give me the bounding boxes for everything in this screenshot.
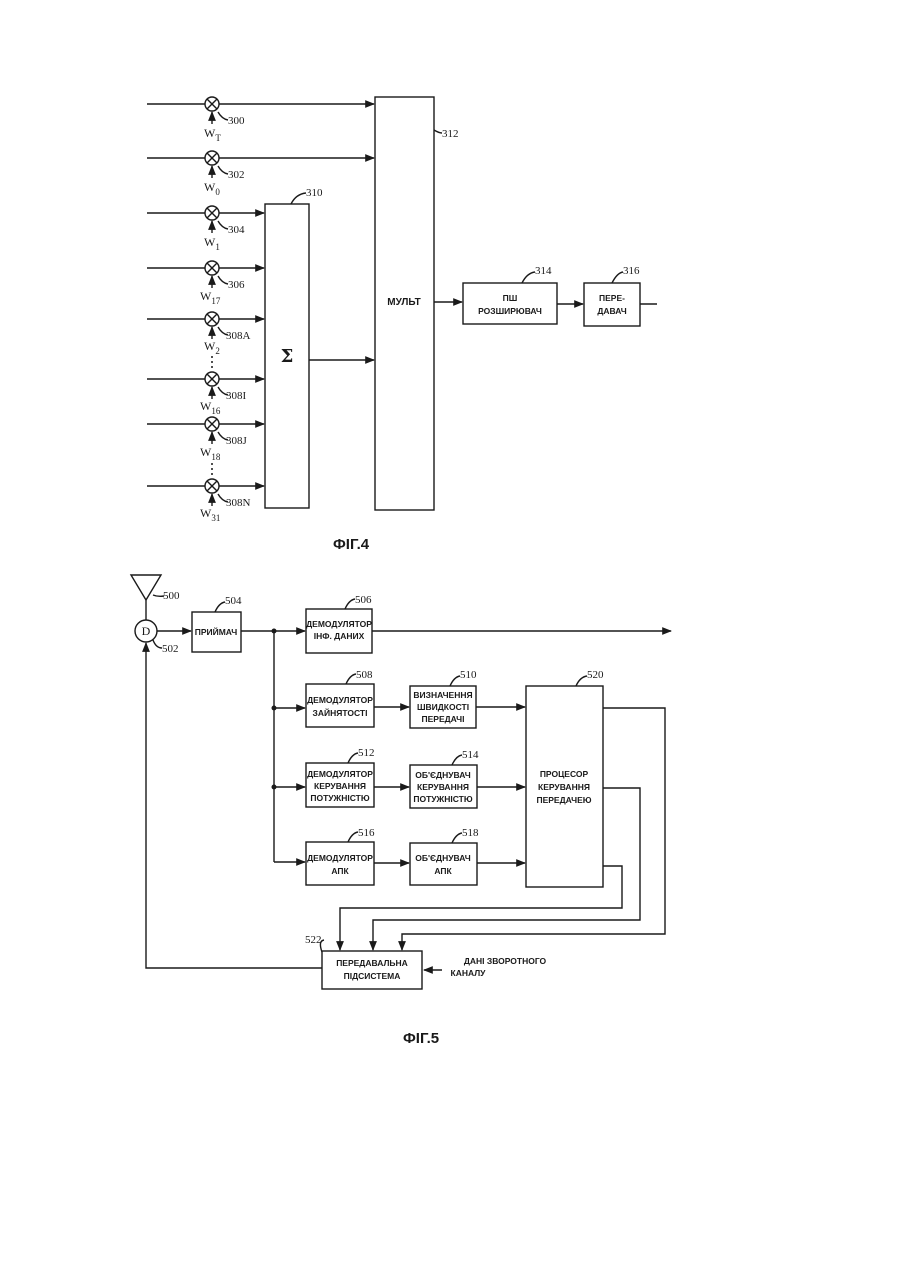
- ref-510: 510: [460, 669, 477, 681]
- ref-316: 316: [623, 265, 640, 277]
- weight-w18: W18: [200, 445, 221, 462]
- data-demodulator-block-506: ДЕМОДУЛЯТОР ІНФ. ДАНИХ 506: [306, 594, 671, 653]
- ref-308a: 308A: [226, 330, 251, 342]
- ellipsis-dots-2: [211, 463, 213, 475]
- processor-control-lines: [340, 708, 665, 950]
- weight-w17: W17: [200, 289, 221, 306]
- busy-demodulator-block-508: ДЕМОДУЛЯТОР ЗАЙНЯТОСТІ 508: [306, 669, 409, 727]
- weight-wt: WT: [204, 126, 221, 143]
- weight-w1: W1: [204, 235, 220, 252]
- duplexer-label: D: [142, 624, 151, 638]
- fig5-diagram: 500 D 502 ПРИЙМАЧ 504: [131, 575, 671, 1047]
- apk-demod-label-line1: ДЕМОДУЛЯТОР: [307, 853, 373, 863]
- ref-514: 514: [462, 749, 479, 761]
- ref-302: 302: [228, 169, 245, 181]
- ref-310: 310: [306, 187, 323, 199]
- pc-demod-label-line3: ПОТУЖНІСТЮ: [310, 793, 370, 803]
- multiplier-308j: 308J W18: [147, 417, 264, 462]
- ref-308i: 308I: [226, 390, 247, 402]
- ref-508: 508: [356, 669, 373, 681]
- ref-516: 516: [358, 827, 375, 839]
- multiplier-308i: 308I W16: [147, 372, 264, 416]
- multiplier-306: 306 W17: [147, 261, 264, 306]
- weight-w31: W31: [200, 506, 220, 523]
- fig4-diagram: 300 WT 302 W0 304 W1: [147, 97, 657, 553]
- mux-block-312: МУЛЬТ 312: [375, 97, 462, 510]
- ref-306: 306: [228, 279, 245, 291]
- pc-comb-label-line1: ОБ'ЄДНУВАЧ: [415, 770, 470, 780]
- weight-w16: W16: [200, 399, 221, 416]
- multiplier-302: 302 W0: [147, 151, 374, 197]
- afc-combiner-block-518: ОБ'ЄДНУВАЧ АПК 518: [410, 827, 525, 885]
- fig5-caption: ФІГ.5: [403, 1030, 439, 1047]
- ref-308j: 308J: [226, 435, 248, 447]
- afc-demodulator-block-516: ДЕМОДУЛЯТОР АПК 516: [306, 827, 409, 885]
- transmit-subsystem-block-522: ПЕРЕДАВАЛЬНА ПІДСИСТЕМА 522: [146, 643, 442, 989]
- tx-sub-label-line1: ПЕРЕДАВАЛЬНА: [336, 958, 408, 968]
- summer-block-310: Σ 310: [265, 187, 374, 508]
- antenna-500: 500: [131, 575, 180, 620]
- processor-label-line1: ПРОЦЕСОР: [540, 769, 589, 779]
- receiver-block-504: ПРИЙМАЧ 504: [192, 595, 305, 652]
- pc-comb-label-line3: ПОТУЖНІСТЮ: [413, 794, 473, 804]
- reverse-channel-data-input: ДАНІ ЗВОРОТНОГО КАНАЛУ: [451, 956, 547, 978]
- reverse-data-label-line1: ДАНІ ЗВОРОТНОГО: [464, 956, 547, 966]
- weight-w0: W0: [204, 180, 220, 197]
- pc-demod-label-line1: ДЕМОДУЛЯТОР: [307, 769, 373, 779]
- reverse-data-label-line2: КАНАЛУ: [451, 968, 487, 978]
- weight-w2: W2: [204, 339, 220, 356]
- receiver-label: ПРИЙМАЧ: [195, 626, 238, 637]
- transmission-control-processor-block-520: ПРОЦЕСОР КЕРУВАННЯ ПЕРЕДАЧЕЮ 520: [526, 669, 604, 887]
- ref-504: 504: [225, 595, 242, 607]
- multiplier-308a: 308A W2: [147, 312, 264, 356]
- pc-demod-label-line2: КЕРУВАННЯ: [314, 781, 366, 791]
- spreader-label-line1: ПШ: [503, 293, 518, 303]
- processor-label-line2: КЕРУВАННЯ: [538, 782, 590, 792]
- multiplier-304: 304 W1: [147, 206, 264, 252]
- data-demod-label-line1: ДЕМОДУЛЯТОР: [306, 619, 372, 629]
- transmitter-label-line2: ДАВАЧ: [597, 306, 626, 316]
- ellipsis-dots-1: [211, 356, 213, 368]
- ref-304: 304: [228, 224, 245, 236]
- duplexer-502: D 502: [135, 620, 191, 655]
- multiplier-300: 300 WT: [147, 97, 374, 143]
- power-control-combiner-block-514: ОБ'ЄДНУВАЧ КЕРУВАННЯ ПОТУЖНІСТЮ 514: [410, 749, 525, 808]
- spreader-label-line2: РОЗШИРЮВАЧ: [478, 306, 542, 316]
- ref-502: 502: [162, 643, 179, 655]
- apk-demod-label-line2: АПК: [331, 866, 349, 876]
- ref-300: 300: [228, 115, 245, 127]
- rate-determination-block-510: ВИЗНАЧЕННЯ ШВИДКОСТІ ПЕРЕДАЧІ 510: [410, 669, 525, 728]
- rate-det-label-line3: ПЕРЕДАЧІ: [422, 714, 465, 724]
- ref-308n: 308N: [226, 497, 251, 509]
- ref-506: 506: [355, 594, 372, 606]
- ref-522: 522: [305, 934, 322, 946]
- busy-demod-label-line2: ЗАЙНЯТОСТІ: [313, 707, 368, 718]
- ref-512: 512: [358, 747, 375, 759]
- processor-label-line3: ПЕРЕДАЧЕЮ: [536, 795, 591, 805]
- busy-demod-label-line1: ДЕМОДУЛЯТОР: [307, 695, 373, 705]
- pn-spreader-block-314: ПШ РОЗШИРЮВАЧ 314: [463, 265, 583, 324]
- ref-520: 520: [587, 669, 604, 681]
- multiplier-308n: 308N W31: [147, 479, 264, 523]
- transmitter-label-line1: ПЕРЕ-: [599, 293, 625, 303]
- ref-518: 518: [462, 827, 479, 839]
- ref-314: 314: [535, 265, 552, 277]
- power-control-demodulator-block-512: ДЕМОДУЛЯТОР КЕРУВАННЯ ПОТУЖНІСТЮ 512: [306, 747, 409, 807]
- apk-comb-label-line2: АПК: [434, 866, 452, 876]
- apk-comb-label-line1: ОБ'ЄДНУВАЧ: [415, 853, 470, 863]
- pc-comb-label-line2: КЕРУВАННЯ: [417, 782, 469, 792]
- tx-sub-label-line2: ПІДСИСТЕМА: [344, 971, 401, 981]
- fig4-caption: ФІГ.4: [333, 536, 370, 553]
- receiver-output-bus: [272, 629, 306, 863]
- transmitter-block-316: ПЕРЕ- ДАВАЧ 316: [584, 265, 657, 326]
- data-demod-label-line2: ІНФ. ДАНИХ: [314, 631, 365, 641]
- rate-det-label-line2: ШВИДКОСТІ: [417, 702, 469, 712]
- rate-det-label-line1: ВИЗНАЧЕННЯ: [413, 690, 472, 700]
- ref-500: 500: [163, 590, 180, 602]
- mux-label: МУЛЬТ: [387, 297, 420, 308]
- ref-312: 312: [442, 128, 459, 140]
- sigma-label: Σ: [281, 346, 294, 367]
